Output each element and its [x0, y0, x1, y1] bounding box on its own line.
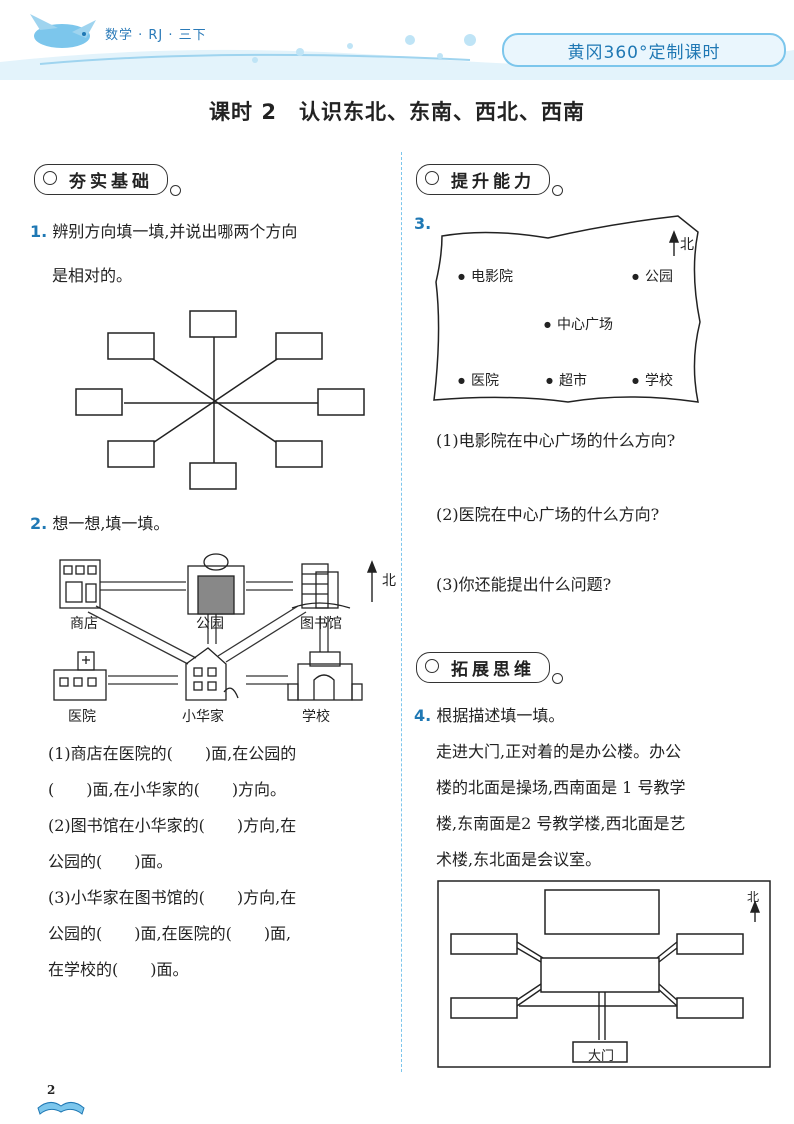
- school-building-icon: [287, 651, 363, 701]
- map-label-school: 学校: [302, 709, 330, 725]
- answer-box-center: [540, 957, 660, 993]
- q3-sub1: (1)电影院在中心广场的什么方向?: [436, 431, 676, 450]
- answer-box-southwest: [107, 440, 155, 468]
- map-point-central-square: 中心广场: [544, 314, 613, 334]
- description-line: 楼,东南面是2 号教学楼,西北面是艺: [436, 814, 686, 833]
- map-point-school: 学校: [632, 370, 673, 390]
- question-text: 想一想,填一填。: [52, 514, 170, 533]
- map-point-supermarket: 超市: [546, 370, 587, 390]
- section-tag-extend: 拓展思维: [416, 651, 563, 684]
- shop-building-icon: [59, 559, 101, 609]
- map-label-hospital: 医院: [68, 709, 96, 725]
- blank-line: (2)图书馆在小华家的( )方向,在: [48, 816, 297, 835]
- map-point-hospital: 医院: [458, 370, 499, 390]
- blank-line: 公园的( )面。: [48, 852, 173, 871]
- question-2: 2. 想一想,填一填。: [30, 506, 169, 542]
- blank-line: (3)小华家在图书馆的( )方向,在: [48, 888, 297, 907]
- lesson-title: 课时 2 认识东北、东南、西北、西南: [209, 100, 585, 124]
- question-number: 1.: [30, 222, 48, 241]
- section-tag-basic: 夯实基础: [34, 163, 181, 196]
- answer-box-southwest: [450, 997, 518, 1019]
- question-number: 3.: [414, 214, 432, 233]
- brand-badge: 黄冈360°定制课时: [502, 33, 786, 67]
- question-text: 根据描述填一填。: [436, 706, 565, 725]
- page-number: 2: [47, 1083, 56, 1097]
- gate-label: 大门: [588, 1049, 615, 1064]
- hospital-building-icon: [53, 651, 107, 701]
- blank-line: (1)商店在医院的( )面,在公园的: [48, 744, 297, 763]
- answer-box-southeast: [676, 997, 744, 1019]
- question-1: 1. 辨别方向填一填,并说出哪两个方向: [30, 214, 390, 250]
- answer-box-northeast: [275, 332, 323, 360]
- description-line: 术楼,东北面是会议室。: [436, 850, 602, 869]
- map-point-park: 公园: [632, 266, 673, 286]
- description-line: 楼的北面是操场,西南面是 1 号教学: [436, 778, 686, 797]
- answer-box-west: [75, 388, 123, 416]
- answer-box-northwest: [107, 332, 155, 360]
- column-divider: [401, 152, 402, 1072]
- answer-box-north: [189, 310, 237, 338]
- question-number: 4.: [414, 706, 432, 725]
- bird-logo-icon: [30, 14, 96, 48]
- blank-line: ( )面,在小华家的( )方向。: [48, 780, 287, 799]
- city-map-outline: [433, 215, 701, 403]
- header-decoration: [0, 14, 794, 80]
- blank-line: 公园的( )面,在医院的( )面,: [48, 924, 292, 943]
- answer-box-east: [317, 388, 365, 416]
- north-label: 北: [680, 237, 694, 253]
- section-tag-label: 拓展思维: [416, 651, 563, 684]
- gate-box: [572, 1041, 628, 1063]
- neighborhood-map: [53, 553, 378, 701]
- question-4: 4. 根据描述填一填。: [414, 698, 564, 734]
- question-text: 辨别方向填一填,并说出哪两个方向: [52, 222, 298, 241]
- question-number: 2.: [30, 514, 48, 533]
- north-arrow-icon: [366, 560, 378, 602]
- answer-box-southeast: [275, 440, 323, 468]
- question-2-blanks: (1)商店在医院的( )面,在公园的 ( )面,在小华家的( )方向。 (2)图…: [48, 736, 398, 988]
- park-gate-icon: [187, 553, 245, 615]
- map-point-cinema: 电影院: [458, 266, 513, 286]
- answer-box-north: [544, 889, 660, 935]
- series-label: 数学 · RJ · 三下: [105, 28, 207, 43]
- blank-line: 在学校的( )面。: [48, 960, 189, 979]
- north-arrow-icon: [749, 900, 761, 922]
- map-label-park: 公园: [196, 616, 224, 632]
- q3-sub2: (2)医院在中心广场的什么方向?: [436, 505, 660, 524]
- question-1-line2: 是相对的。: [52, 266, 133, 285]
- section-tag-label: 夯实基础: [34, 163, 181, 196]
- section-tag-label: 提升能力: [416, 163, 563, 196]
- map-label-home: 小华家: [182, 709, 224, 725]
- campus-diagram: [437, 880, 771, 1068]
- library-building-icon: [291, 563, 351, 609]
- north-arrow-icon: [668, 230, 680, 256]
- description-line: 走进大门,正对着的是办公楼。办公: [436, 742, 682, 761]
- map-label-library: 图书馆: [300, 616, 342, 632]
- book-icon: [37, 1102, 85, 1115]
- answer-box-south: [189, 462, 237, 490]
- answer-box-northeast: [676, 933, 744, 955]
- answer-box-northwest: [450, 933, 518, 955]
- q3-sub3: (3)你还能提出什么问题?: [436, 575, 612, 594]
- home-building-icon: [185, 647, 239, 701]
- north-label: 北: [747, 890, 760, 904]
- map-label-shop: 商店: [70, 616, 98, 632]
- north-label: 北: [382, 573, 396, 589]
- direction-star-diagram: [75, 310, 365, 490]
- section-tag-improve: 提升能力: [416, 163, 563, 196]
- q4-description: 走进大门,正对着的是办公楼。办公 楼的北面是操场,西南面是 1 号教学 楼,东南…: [436, 734, 786, 878]
